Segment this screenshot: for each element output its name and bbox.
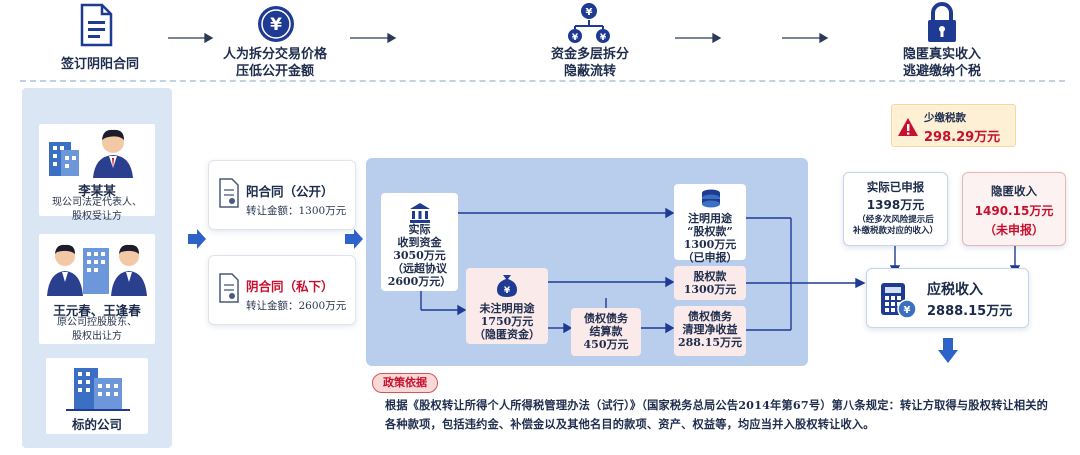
arrow-right-icon (188, 229, 206, 249)
contract-doc-icon (219, 273, 239, 303)
party-desc-2: 原公司控股股东、 股权出让方 (57, 317, 137, 342)
svg-text:¥: ¥ (270, 15, 282, 35)
step-label-4: 隐匿真实收入 逃避缴纳个税 (902, 47, 981, 79)
document-icon (80, 3, 113, 47)
lock-icon (928, 2, 956, 42)
svg-text:¥: ¥ (504, 286, 511, 296)
contract-doc-icon (219, 178, 239, 208)
equity-payment-box: 股权款 1300万元 (674, 266, 746, 300)
clearing-gain-box: 债权债务 清理净收益 288.15万元 (674, 306, 746, 356)
private-contract-card: 阴合同（私下） 转让金额：2600万元 (208, 255, 356, 325)
taxable-title: 应税收入 (927, 282, 983, 298)
flow-connectors (420, 207, 675, 334)
party-card-target-company: 标的公司 (46, 358, 148, 434)
svg-text:¥: ¥ (586, 7, 593, 18)
step-label-3: 资金多层拆分 隐蔽流转 (550, 47, 629, 79)
taxable-income-box: ¥ 应税收入 2888.15万元 (866, 268, 1029, 328)
policy-basis-text: 根据《股权转让所得个人所得税管理办法（试行）》（国家税务总局公告2014年第67… (385, 398, 1049, 431)
declared-note: （经多次风险提示后 补缴税款对应的收入） (852, 215, 938, 236)
taxable-value: 2888.15万元 (927, 304, 1013, 319)
bank-icon (410, 203, 430, 223)
contract-title-public: 阳合同（公开） (246, 184, 334, 199)
policy-basis-tag: 政策依据 (372, 373, 438, 393)
tax-shortfall-box: 少缴税款 298.29万元 (891, 104, 1016, 147)
person-building-icon (49, 129, 133, 178)
party-card-buyer: 李某某 现公司法定代表人、 股权受让方 (39, 124, 155, 222)
parties-column: 李某某 现公司法定代表人、 股权受让方 王元春、王逢春 原公司控股股东、 股权出… (22, 88, 172, 448)
divider-line (20, 80, 1065, 82)
svg-text:¥: ¥ (600, 33, 607, 43)
yen-coin-icon: ¥ (258, 6, 294, 42)
contract-amount-private: 转让金额：2600万元 (246, 300, 347, 312)
declared-value: 1398万元 (866, 198, 925, 212)
hidden-value: 1490.15万元 (974, 204, 1054, 218)
flow-to-taxable (746, 217, 866, 331)
tax-shortfall-label: 少缴税款 (924, 112, 966, 124)
svg-text:¥: ¥ (572, 33, 579, 43)
contract-title-private: 阴合同（私下） (246, 279, 334, 294)
received-funds-box: 实际 收到资金 3050万元 （远超协议 2600万元） (381, 193, 458, 291)
public-contract-card: 阳合同（公开） 转让金额：1300万元 (208, 160, 356, 230)
company-building-icon (66, 368, 130, 411)
party-name-2: 王元春、王逢春 (53, 303, 141, 318)
step-label-2: 人为拆分交易价格 压低公开金额 (222, 47, 327, 79)
hidden-title: 隐匿收入 (991, 184, 1037, 198)
money-split-icon: ¥ ¥ ¥ (568, 3, 610, 43)
two-persons-icon (47, 244, 147, 296)
party-name-3: 标的公司 (71, 417, 122, 432)
declared-title: 实际已申报 (866, 180, 925, 194)
declared-income-box: 实际已申报 1398万元 （经多次风险提示后 补缴税款对应的收入） (843, 172, 948, 246)
hidden-income-box: 隐匿收入 1490.15万元 （未申报） (962, 172, 1066, 246)
settlement-payment-box: 债权债务 结算款 450万元 (571, 308, 641, 356)
arrow-down-icon (938, 338, 958, 363)
coin-stack-icon (702, 189, 720, 208)
tax-shortfall-value: 298.29万元 (924, 130, 1001, 145)
party-name-1: 李某某 (78, 183, 116, 198)
party-desc-1: 现公司法定代表人、 股权受让方 (52, 197, 142, 222)
contract-amount-public: 转让金额：1300万元 (246, 205, 347, 217)
warning-icon (898, 118, 918, 136)
calculator-icon: ¥ (881, 283, 917, 319)
process-arrows (168, 32, 829, 44)
unnoted-funds-box: 未注明用途 1750万元 （隐匿资金） (466, 268, 548, 344)
money-bag-icon: ¥ (497, 275, 517, 297)
hidden-note: （未申报） (983, 223, 1044, 237)
svg-text:¥: ¥ (904, 305, 911, 316)
arrow-right-icon (345, 229, 363, 249)
party-card-seller: 王元春、王逢春 原公司控股股东、 股权出让方 (39, 234, 155, 344)
step-label-1: 签订阴阳合同 (60, 57, 139, 72)
